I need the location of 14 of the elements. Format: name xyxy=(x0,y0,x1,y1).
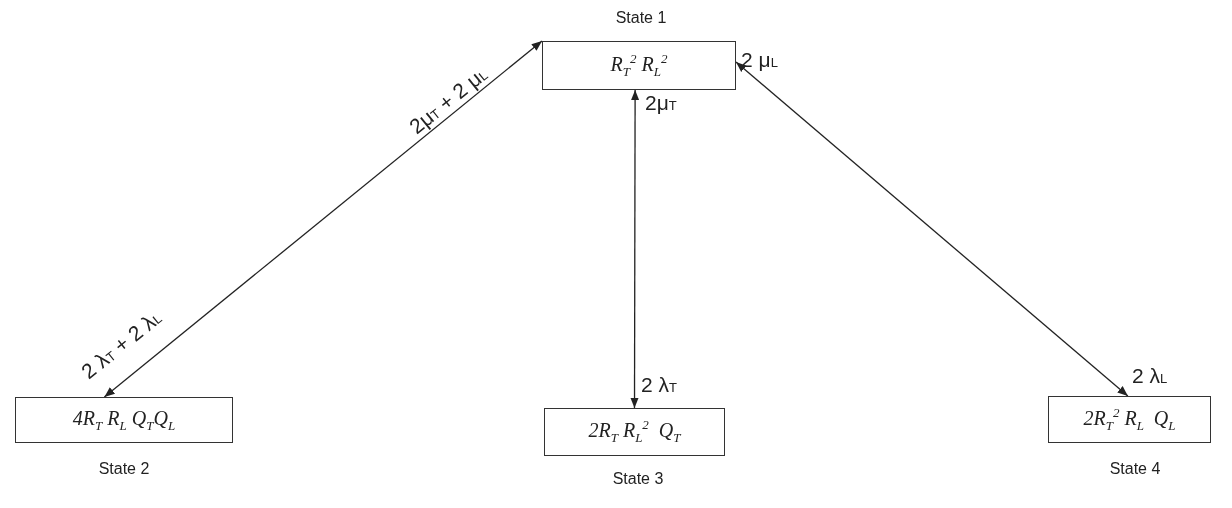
state-label: State 2 xyxy=(98,460,150,478)
probability-formula: 2R$_{T}$$^{2}$ R$_{L}$ Q$_{L}$ xyxy=(1083,405,1176,434)
state-label: State 1 xyxy=(615,9,667,27)
state-box xyxy=(15,397,233,443)
probability-formula: 4R$_{T}$ R$_{L}$ Q$_{T}$Q$_{L}$ xyxy=(72,406,176,434)
state-box xyxy=(544,408,725,456)
arrow xyxy=(735,61,1129,397)
arrow xyxy=(630,89,640,409)
state-box xyxy=(1048,396,1211,443)
probability-formula: 2R$_{T}$ R$_{L}$$^{2}$ Q$_{T}$ xyxy=(588,417,681,447)
state-label: State 4 xyxy=(1109,460,1161,478)
arrow xyxy=(103,40,543,398)
state-label: State 3 xyxy=(612,470,664,488)
state-box xyxy=(542,41,736,90)
